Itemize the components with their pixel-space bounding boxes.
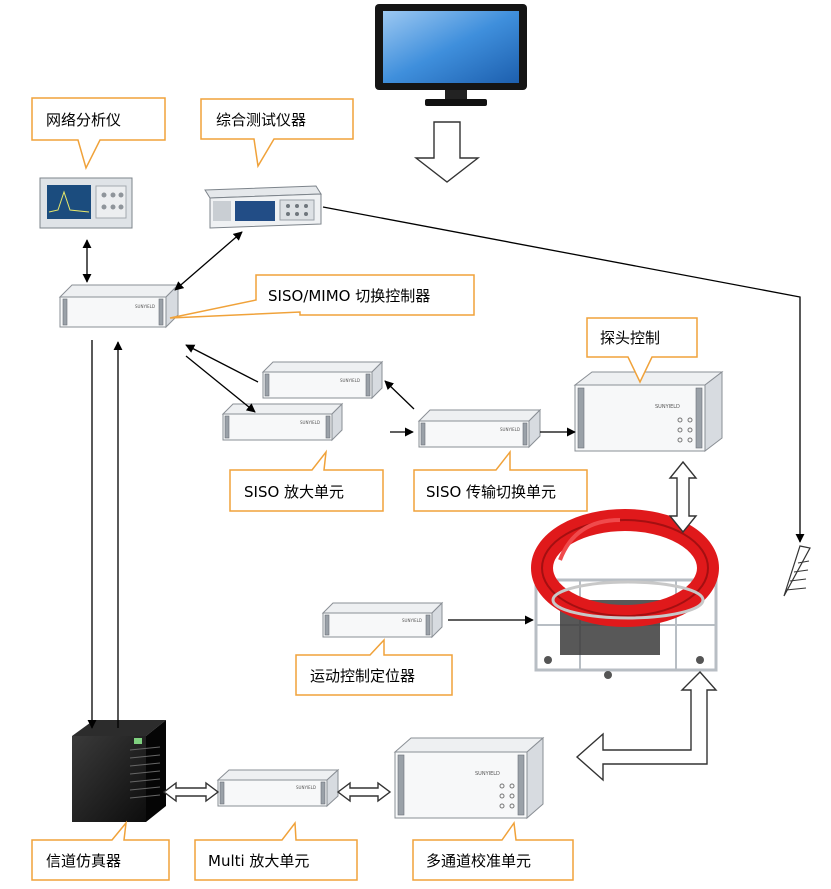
channel-emulator-ports bbox=[129, 738, 161, 799]
device-brand-label: SUNYIELD bbox=[300, 420, 320, 425]
callout-label: 信道仿真器 bbox=[46, 852, 121, 870]
siso-transfer-switch-device: SUNYIELD bbox=[417, 408, 542, 449]
callout-label: SISO 传输切换单元 bbox=[426, 483, 556, 501]
callout-label: Multi 放大单元 bbox=[208, 852, 309, 870]
siso-amplifier-device-upper: SUNYIELD bbox=[261, 360, 384, 400]
callout-motion-positioner: 运动控制定位器 bbox=[295, 638, 453, 696]
callout-network-analyzer: 网络分析仪 bbox=[31, 97, 166, 171]
callout-label: 探头控制 bbox=[600, 329, 660, 347]
probe-chamber-double-arrow bbox=[668, 460, 698, 534]
callout-siso-transfer-switch: SISO 传输切换单元 bbox=[413, 449, 588, 512]
device-brand-label: SUNYIELD bbox=[296, 785, 316, 790]
connector-amp-to-switch bbox=[185, 344, 259, 383]
multichannel-calibration-device: SUNYIELD bbox=[393, 736, 545, 820]
callout-siso-mimo-switch: SISO/MIMO 切换控制器 bbox=[169, 274, 475, 319]
connector-tester-antenna bbox=[322, 206, 805, 543]
callout-multichannel-calibration: 多通道校准单元 bbox=[412, 820, 574, 881]
multiamp-calibration-double-arrow bbox=[336, 781, 392, 803]
device-brand-label: SUNYIELD bbox=[655, 404, 680, 410]
connector-switch-to-amp bbox=[185, 355, 256, 413]
callout-label: 网络分析仪 bbox=[46, 111, 121, 129]
callout-label: SISO 放大单元 bbox=[244, 483, 344, 501]
connector-tester-switch bbox=[174, 231, 243, 291]
antenna-probe-icon bbox=[783, 545, 811, 597]
callout-label: 多通道校准单元 bbox=[426, 852, 531, 870]
callout-label: SISO/MIMO 切换控制器 bbox=[268, 287, 430, 305]
device-brand-label: SUNYIELD bbox=[500, 427, 520, 432]
callout-multi-amplifier: Multi 放大单元 bbox=[194, 820, 358, 881]
probe-control-device: SUNYIELD bbox=[573, 370, 724, 453]
motion-positioner-device: SUNYIELD bbox=[321, 601, 444, 639]
device-brand-label: SUNYIELD bbox=[340, 378, 360, 383]
siso-mimo-switch-device: SUNYIELD bbox=[58, 283, 180, 329]
channel-emulator-device bbox=[72, 720, 166, 822]
chamber-calibration-arrow bbox=[575, 670, 718, 782]
callout-label: 运动控制定位器 bbox=[310, 667, 415, 685]
network-analyzer-device bbox=[39, 177, 133, 229]
monitor-down-arrow bbox=[413, 121, 481, 183]
device-brand-label: SUNYIELD bbox=[475, 771, 500, 777]
probe-ring-chamber bbox=[531, 509, 719, 679]
callout-probe-control: 探头控制 bbox=[586, 317, 698, 384]
connector-transfer-to-amp bbox=[384, 380, 415, 410]
device-brand-label: SUNYIELD bbox=[135, 304, 155, 309]
callout-integrated-tester: 综合测试仪器 bbox=[200, 98, 354, 169]
emulator-multiamp-double-arrow bbox=[162, 781, 220, 803]
callout-label: 综合测试仪器 bbox=[216, 111, 306, 129]
siso-amplifier-device-lower: SUNYIELD bbox=[221, 402, 344, 442]
callout-siso-amplifier: SISO 放大单元 bbox=[229, 449, 384, 512]
monitor bbox=[375, 4, 527, 106]
multi-amplifier-device: SUNYIELD bbox=[216, 768, 340, 808]
integrated-tester-device bbox=[204, 185, 322, 229]
device-brand-label: SUNYIELD bbox=[402, 618, 422, 623]
callout-channel-emulator: 信道仿真器 bbox=[31, 820, 170, 881]
